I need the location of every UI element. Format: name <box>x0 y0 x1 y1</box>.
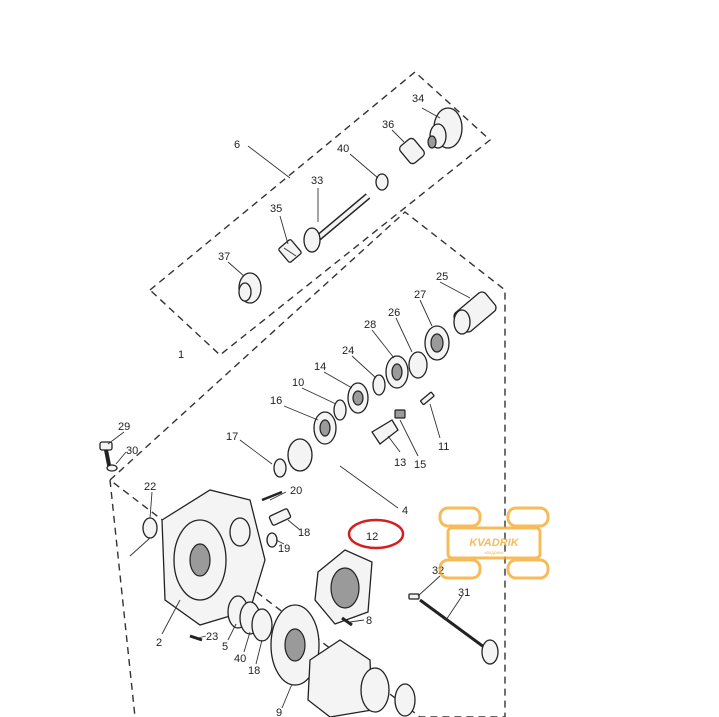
callout-29: 29 <box>118 421 130 433</box>
callout-33: 33 <box>311 175 323 187</box>
callout-37: 37 <box>218 251 230 263</box>
callout-5: 5 <box>222 641 228 653</box>
callout-11: 11 <box>438 441 449 453</box>
housing-boundary-left <box>109 479 136 717</box>
callout-10: 10 <box>292 377 304 389</box>
callout-24: 24 <box>342 345 354 357</box>
callout-36: 36 <box>382 119 394 131</box>
callout-27: 27 <box>414 289 426 301</box>
bearing-28 <box>385 355 409 389</box>
callout-22: 22 <box>144 481 156 493</box>
logo-brand-text: KVADRIK <box>469 537 519 549</box>
bearing-18-lower <box>251 608 273 642</box>
callout-20: 20 <box>290 485 302 497</box>
callout-34: 34 <box>412 93 424 105</box>
spacer-10 <box>333 399 347 421</box>
cover-12 <box>314 549 373 625</box>
pinion-gear-34 <box>427 107 463 149</box>
bearing-14 <box>347 382 369 414</box>
highlight-circle-part-12 <box>347 518 405 550</box>
callout-40-upper: 40 <box>337 143 349 155</box>
callout-8: 8 <box>366 615 372 627</box>
seal-22 <box>142 517 158 539</box>
callout-18-lower: 18 <box>248 665 260 677</box>
callout-18-upper: 18 <box>298 527 310 539</box>
pin-11 <box>420 391 435 406</box>
callout-12: 12 <box>366 531 378 543</box>
callout-1: 1 <box>178 349 184 361</box>
shaft-31 <box>419 598 499 665</box>
lead-lines <box>107 107 471 709</box>
callout-19: 19 <box>278 543 290 555</box>
callout-9: 9 <box>276 707 282 717</box>
callout-14: 14 <box>314 361 326 373</box>
bolt-8 <box>341 616 353 627</box>
circlip-40-upper <box>375 173 389 191</box>
callout-23: 23 <box>206 631 218 643</box>
needle-bearing-35 <box>278 239 302 263</box>
bolt-20 <box>261 490 283 502</box>
logo-tagline-text: квадрики <box>485 550 504 555</box>
drive-pinion-17 <box>273 438 313 478</box>
callout-35: 35 <box>270 203 282 215</box>
drive-shaft-33 <box>303 193 371 253</box>
main-gear-assembly-boundary <box>108 211 506 717</box>
callout-26: 26 <box>388 307 400 319</box>
shift-fork-13 <box>371 409 406 445</box>
callout-labels: 34 36 6 40 33 35 37 25 27 26 28 1 24 14 … <box>118 93 470 717</box>
callout-31: 31 <box>458 587 470 599</box>
pin-32 <box>408 593 420 600</box>
ring-gear-9 <box>270 604 320 686</box>
bearing-36 <box>399 137 425 165</box>
shim-stack-5 <box>227 595 261 635</box>
callout-16: 16 <box>270 395 282 407</box>
housing-2 <box>161 489 266 626</box>
circlip-24 <box>372 374 386 396</box>
shim-26 <box>408 351 428 379</box>
callout-6: 6 <box>234 139 240 151</box>
seal-37 <box>238 272 262 304</box>
callout-17: 17 <box>226 431 238 443</box>
callout-28: 28 <box>364 319 376 331</box>
upper-shaft-assembly-boundary <box>148 71 492 356</box>
bolt-23 <box>189 634 203 642</box>
bearing-27 <box>424 325 450 361</box>
differential-case <box>307 639 416 717</box>
callout-30: 30 <box>126 445 138 457</box>
bearing-16 <box>313 411 337 445</box>
callout-13: 13 <box>394 457 406 469</box>
callout-15: 15 <box>414 459 426 471</box>
kvadrik-logo: KVADRIK квадрики <box>438 506 550 580</box>
sensor-18 <box>268 508 292 526</box>
washer-30 <box>106 464 118 472</box>
callout-25: 25 <box>436 271 448 283</box>
callout-2: 2 <box>156 637 162 649</box>
callout-4: 4 <box>402 505 408 517</box>
callout-40-lower: 40 <box>234 653 246 665</box>
tire-tread-icon <box>438 506 550 580</box>
o-ring-19 <box>266 532 278 548</box>
output-gear-25 <box>453 291 497 335</box>
